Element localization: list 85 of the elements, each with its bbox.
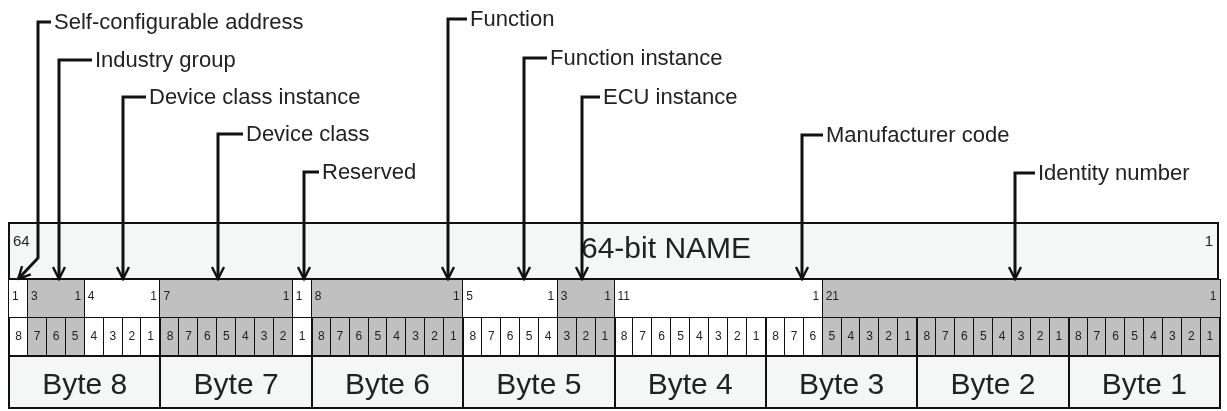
bit-cell: 5 xyxy=(670,317,691,357)
field-name: Self-configurable address xyxy=(54,10,304,34)
bit-number: 3 xyxy=(560,289,568,303)
bit-cell: 2 xyxy=(424,317,445,357)
bit-number: 1 xyxy=(1204,232,1213,249)
bit-number: 64 xyxy=(13,232,30,249)
byte-label: Byte 1 xyxy=(1067,355,1221,409)
bit-cell: 7 xyxy=(481,317,502,357)
bit-number: 1 xyxy=(74,289,82,303)
bit-cell: 1 xyxy=(443,317,464,357)
bit-field xyxy=(159,279,294,319)
bit-cell: 6 xyxy=(1105,317,1126,357)
leader-arrow xyxy=(210,132,243,281)
byte-label: Byte 4 xyxy=(613,355,767,409)
bit-cell: 4 xyxy=(1143,317,1164,357)
bit-cell: 5 xyxy=(973,317,994,357)
byte-label: Byte 5 xyxy=(462,355,616,409)
bit-cell: 4 xyxy=(689,317,710,357)
field-name: Device class xyxy=(246,122,370,146)
bit-cell: 2 xyxy=(878,317,899,357)
field-name: ECU instance xyxy=(603,85,738,109)
bit-number: 1 xyxy=(812,289,820,303)
bit-number: 8 xyxy=(314,289,322,303)
bit-number: 7 xyxy=(163,289,171,303)
leader-arrow xyxy=(516,56,547,281)
bit-cell: 7 xyxy=(178,317,199,357)
bit-cell: 8 xyxy=(159,317,180,357)
bit-cell: 5 xyxy=(1124,317,1145,357)
leader-arrow xyxy=(17,20,51,281)
byte-label: Byte 3 xyxy=(764,355,919,409)
bit-cell: 8 xyxy=(916,317,937,357)
leader-arrow xyxy=(115,95,146,281)
byte-label: Byte 6 xyxy=(310,355,465,409)
bit-number: 1 xyxy=(282,289,290,303)
bit-cell: 2 xyxy=(727,317,748,357)
field-name: Reserved xyxy=(322,160,417,184)
register-title: 64-bit NAME xyxy=(581,230,752,266)
bit-number: 5 xyxy=(466,289,473,303)
bit-cell: 1 xyxy=(140,317,161,357)
bit-cell: 3 xyxy=(1162,317,1183,357)
leader-arrow xyxy=(574,95,600,281)
name-header-row xyxy=(8,222,1219,280)
bit-number: 1 xyxy=(1209,289,1217,303)
byte-label: Byte 2 xyxy=(916,355,1070,409)
bit-cell: 3 xyxy=(859,317,880,357)
bit-field xyxy=(821,279,1221,319)
field-name: Function xyxy=(470,7,555,31)
bit-cell: 1 xyxy=(897,317,918,357)
field-name: Device class instance xyxy=(149,85,361,109)
bit-cell: 4 xyxy=(386,317,407,357)
byte-label: Byte 7 xyxy=(159,355,313,409)
bit-cell: 5 xyxy=(216,317,237,357)
bit-cell: 6 xyxy=(197,317,218,357)
bit-cell: 6 xyxy=(954,317,975,357)
bit-number: 1 xyxy=(604,289,611,303)
bit-cell: 8 xyxy=(462,317,483,357)
bit-number: 1 xyxy=(547,289,555,303)
bit-cell: 3 xyxy=(405,317,426,357)
bit-cell: 3 xyxy=(708,317,729,357)
bit-cell: 2 xyxy=(1181,317,1202,357)
bit-number: 21 xyxy=(825,289,839,303)
leader-arrow xyxy=(794,133,823,281)
bit-cell: 6 xyxy=(651,317,672,357)
bit-number: 1 xyxy=(150,289,157,303)
bit-number: 1 xyxy=(295,289,303,303)
bit-cell: 1 xyxy=(1200,317,1221,357)
leader-arrow xyxy=(296,170,319,281)
leader-arrow xyxy=(440,17,467,281)
bit-cell: 7 xyxy=(632,317,653,357)
field-name: Identity number xyxy=(1038,161,1190,185)
field-name: Manufacturer code xyxy=(826,123,1010,147)
bit-cell: 8 xyxy=(8,317,29,357)
field-name: Function instance xyxy=(550,46,723,70)
bit-number: 1 xyxy=(12,289,19,303)
bit-number: 1 xyxy=(452,289,460,303)
field-name: Industry group xyxy=(95,48,236,72)
leader-arrow xyxy=(1007,171,1035,281)
byte-label: Byte 8 xyxy=(8,355,162,409)
bit-field xyxy=(310,279,464,319)
bit-cell: 4 xyxy=(235,317,256,357)
bit-number: 3 xyxy=(30,289,38,303)
bit-number: 11 xyxy=(617,289,630,303)
bit-number: 4 xyxy=(87,289,95,303)
bit-cell: 7 xyxy=(935,317,956,357)
leader-arrow xyxy=(51,58,92,281)
